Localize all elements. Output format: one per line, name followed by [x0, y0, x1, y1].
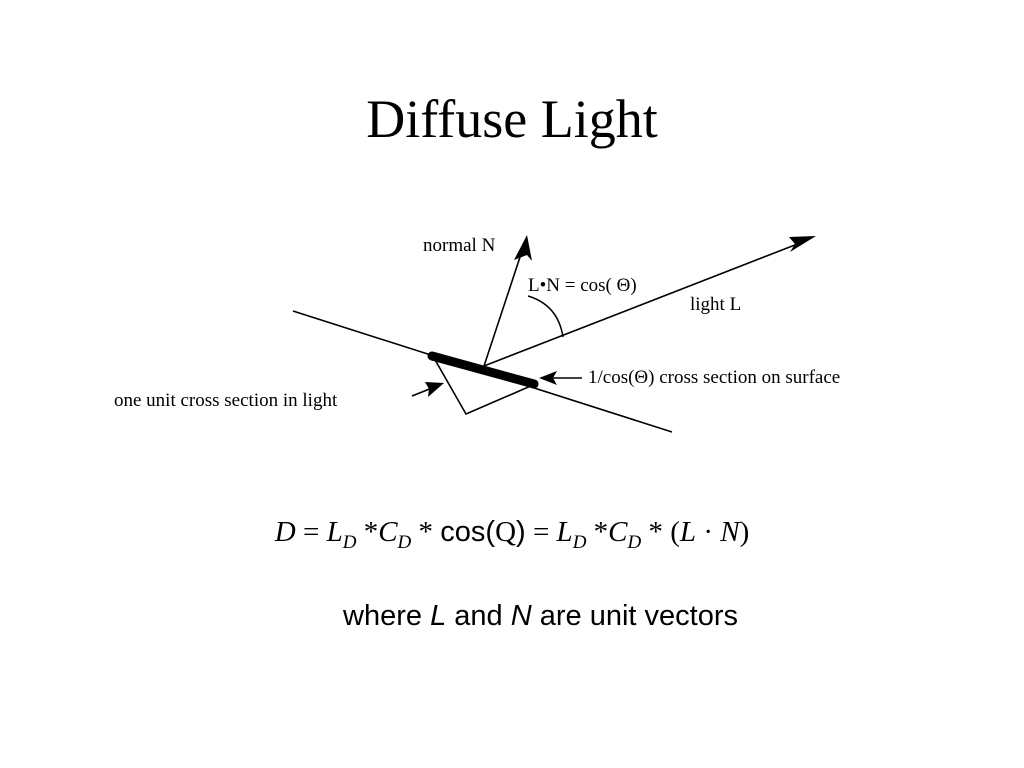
- formula-star: *: [648, 516, 664, 548]
- formula-c: C: [608, 516, 628, 548]
- diffuse-formula: D = LD *CD * cos(Q) = LD *CD * (L · N): [0, 512, 1024, 552]
- normal-vector: [483, 244, 525, 367]
- label-light: light L: [690, 294, 741, 315]
- formula-n: N: [720, 516, 740, 548]
- label-dot-product: L•N = cos( Θ): [528, 275, 637, 296]
- slide-title: Diffuse Light: [366, 89, 658, 149]
- formula-star: *: [363, 516, 379, 548]
- formula-paren: ): [739, 516, 750, 548]
- label-normal: normal N: [423, 235, 496, 256]
- projection-triangle: [433, 357, 534, 416]
- formula-dot: ·: [703, 516, 713, 548]
- note-n: N: [510, 600, 532, 632]
- label-surface-cross-section: 1/cos(Θ) cross section on surface: [588, 367, 840, 388]
- formula-c: C: [378, 516, 398, 548]
- note-text: and: [454, 600, 503, 632]
- label-unit-cross-section: one unit cross section in light: [114, 390, 338, 411]
- surface-cross-arrowhead: [539, 371, 557, 385]
- formula-star: *: [418, 516, 434, 548]
- formula-l: L: [556, 516, 573, 548]
- formula-theta: Q: [495, 516, 517, 548]
- formula-d: D: [274, 516, 296, 548]
- formula-l: L: [679, 516, 697, 548]
- formula-subscript: D: [342, 532, 357, 553]
- angle-arc: [527, 295, 564, 338]
- note-text: where: [343, 600, 422, 632]
- formula-subscript: D: [572, 532, 587, 553]
- unit-cross-pointer: [411, 387, 433, 397]
- formula-subscript: D: [397, 532, 412, 553]
- note-l: L: [430, 600, 447, 632]
- note-text: are unit vectors: [539, 600, 738, 632]
- unit-vectors-note: where L and N are unit vectors: [343, 596, 738, 636]
- formula-equals: =: [302, 516, 320, 548]
- formula-subscript: D: [627, 532, 642, 553]
- formula-paren: ): [516, 516, 526, 548]
- light-vector: [483, 242, 801, 367]
- formula-paren: (: [670, 516, 680, 548]
- formula-l: L: [326, 516, 343, 548]
- unit-cross-arrowhead: [425, 382, 444, 397]
- normal-arrowhead: [514, 235, 532, 261]
- light-arrowhead: [789, 236, 816, 252]
- formula-cos: cos(: [440, 516, 496, 548]
- formula-equals: =: [532, 516, 550, 548]
- formula-star: *: [593, 516, 609, 548]
- surface-cross-section: [427, 351, 539, 389]
